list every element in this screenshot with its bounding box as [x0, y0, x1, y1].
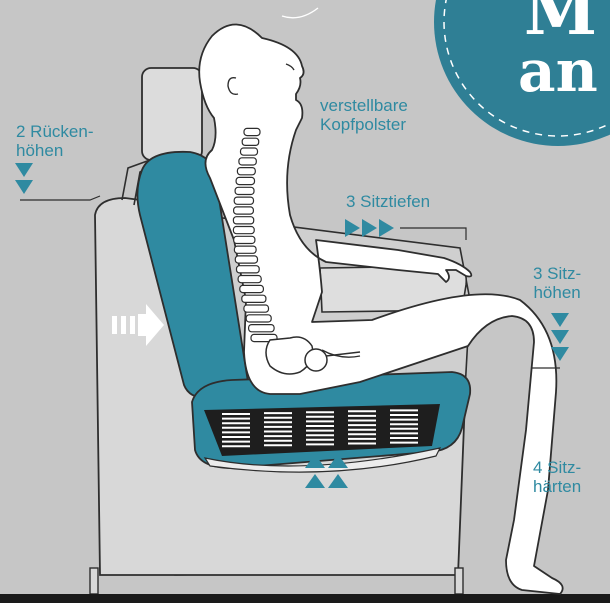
- chair-leg-front: [90, 568, 98, 594]
- floor-line: [0, 594, 610, 603]
- vertebra: [237, 266, 260, 273]
- vertebra: [234, 197, 253, 204]
- badge-text-bottom: an: [518, 42, 598, 100]
- vertebra: [242, 295, 266, 302]
- vertebra: [234, 236, 255, 243]
- chair-leg-back: [455, 568, 463, 594]
- label-sitzhoehen: 3 Sitz- höhen: [533, 264, 581, 302]
- vertebra: [235, 187, 254, 194]
- headrest: [142, 68, 202, 160]
- vertebra: [238, 276, 261, 283]
- vertebra: [249, 325, 275, 332]
- label-rueckenhoehen: 2 Rücken- höhen: [16, 122, 93, 160]
- vertebra: [244, 305, 269, 312]
- vertebra: [233, 227, 254, 234]
- hip-joint: [305, 349, 327, 371]
- label-sitzhaerten: 4 Sitz- härten: [533, 458, 581, 496]
- vertebra: [241, 148, 258, 155]
- vertebra: [242, 138, 259, 145]
- vertebra: [239, 158, 256, 165]
- vertebra: [236, 177, 254, 184]
- label-sitztiefen: 3 Sitztiefen: [346, 192, 430, 211]
- vertebra: [244, 128, 260, 135]
- vertebra: [237, 168, 255, 175]
- label-kopfpolster: verstellbare Kopfpolster: [320, 96, 408, 134]
- vertebra: [234, 207, 254, 214]
- vertebra: [234, 246, 256, 253]
- vertebra: [235, 256, 257, 263]
- vertebra: [240, 285, 264, 292]
- vertebra: [246, 315, 271, 322]
- vertebra: [233, 217, 253, 224]
